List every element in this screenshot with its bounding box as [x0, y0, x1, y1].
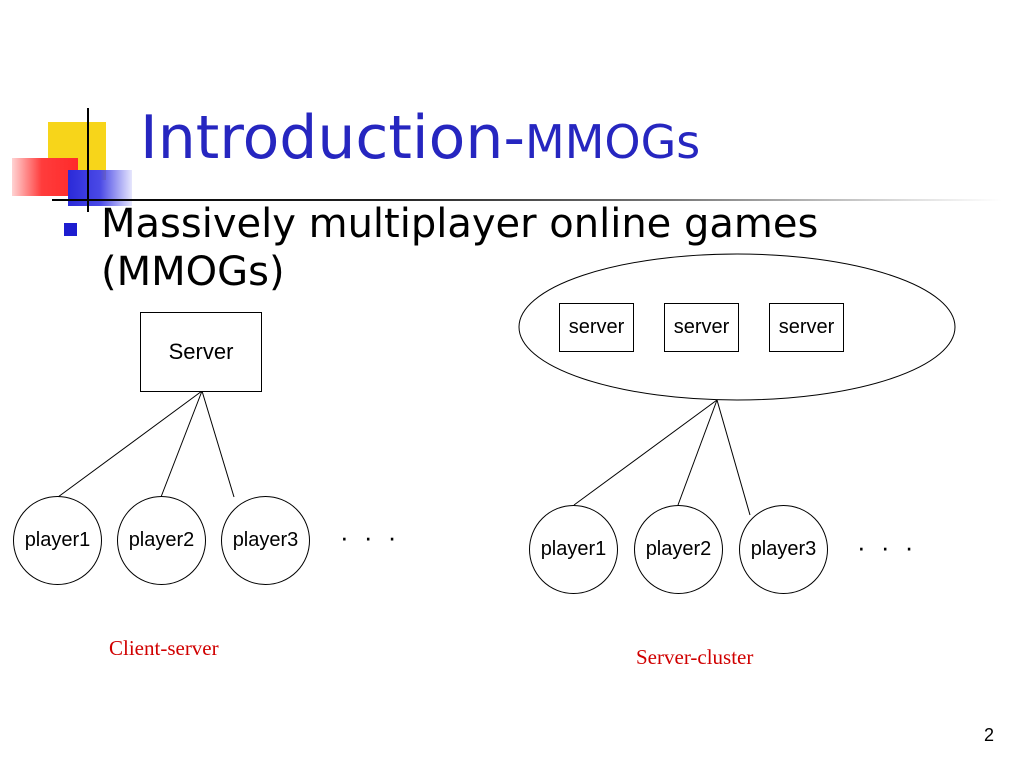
cluster-server-box-1: server	[559, 303, 634, 352]
logo-vertical-line	[87, 108, 89, 212]
client-server-server-box: Server	[140, 312, 262, 392]
connector-line	[201, 390, 235, 498]
slide-title-main: Introduction-	[140, 103, 525, 173]
cluster-player3: player3	[739, 505, 828, 594]
cluster-server-box-2: server	[664, 303, 739, 352]
slide-title: Introduction-MMOGs	[140, 100, 700, 180]
cluster-ellipsis: · · ·	[857, 532, 918, 562]
bullet-text: Massively multiplayer online games (MMOG…	[101, 201, 819, 295]
client-server-player2: player2	[117, 496, 206, 585]
cluster-player1: player1	[529, 505, 618, 594]
client-server-caption: Client-server	[109, 636, 219, 660]
connector-line	[573, 399, 718, 506]
server-cluster-ellipse	[518, 253, 956, 401]
cluster-server-box-3: server	[769, 303, 844, 352]
connector-line	[160, 390, 203, 498]
client-server-ellipsis: · · ·	[340, 522, 401, 552]
bullet-square-icon	[64, 223, 77, 236]
cluster-player2: player2	[634, 505, 723, 594]
title-underline	[52, 199, 1002, 201]
connector-line	[57, 390, 203, 498]
page-number: 2	[983, 725, 994, 745]
server-cluster-caption: Server-cluster	[636, 645, 754, 669]
logo-red-block	[12, 158, 78, 196]
slide-title-suffix: MMOGs	[525, 115, 701, 169]
client-server-player3: player3	[221, 496, 310, 585]
connector-line	[716, 399, 751, 516]
connector-line	[677, 399, 718, 506]
client-server-player1: player1	[13, 496, 102, 585]
